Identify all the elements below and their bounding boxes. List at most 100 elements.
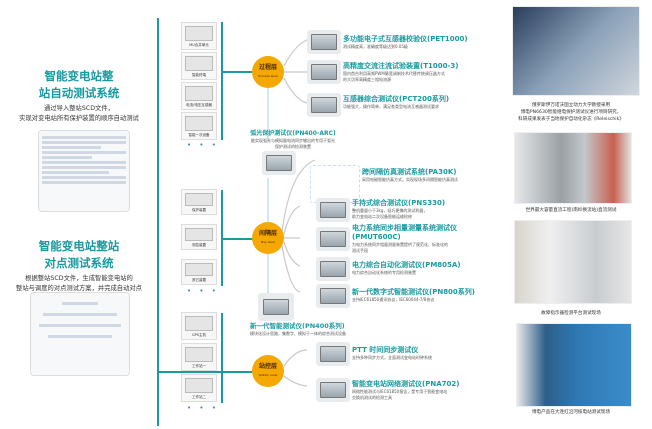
product-desc: 整机重量小于3kg，轻巧便携的测试利器， <box>352 208 428 213</box>
layer-label: 间隔层 <box>258 230 277 237</box>
product-pn400-arc: 弧光保护测试仪(PN400-ARC)能实现弧光与模拟量电流同步输出的专用于弧光保… <box>248 129 338 150</box>
product-title: 新一代数字式智能测试仪(PN800系列) <box>352 288 475 296</box>
caption-line: 博电PN6630智能继电保护测试仪进行项目研究， <box>520 110 622 115</box>
photo-caption-1: 俄罗斯伊万诺沃国立动力大学教授采用博电PN6630智能继电保护测试仪进行项目研究… <box>490 102 652 123</box>
device-primary: 智能一次设备 <box>181 112 217 140</box>
photo-caption-2: 世界最大容量直流工程(南岭换流站)直流测试 <box>525 208 617 213</box>
product-image-pct200 <box>307 93 341 117</box>
product-image-pmut600c <box>316 227 350 251</box>
device-transformer: 电流/电压互感器 <box>181 82 217 110</box>
title-line: 站自动测试系统 <box>38 86 120 100</box>
layer-sub: Station level <box>258 373 278 377</box>
caption-line: 科研成果发表于当地保护自动化杂志《Releischik》 <box>518 117 624 122</box>
product-title: 弧光保护测试仪(PN400-ARC) <box>250 130 336 137</box>
product-desc: 模块化设计思路，集数字、模拟于一体的综合测试设备 <box>250 331 346 336</box>
desc-line: 整站与调度的对点测试方案，并完成自动对点 <box>16 285 142 292</box>
product-desc: 能实现弧光与模拟量电流同步输出的专用于弧光 <box>251 138 335 143</box>
product-image-pns330 <box>316 198 350 222</box>
title-line: 对点测试系统 <box>44 256 114 270</box>
product-desc: 国内首台利用高频PWM脉宽调制技术代替传统调压器方式 <box>343 71 445 76</box>
photo-russia-lab <box>512 6 640 96</box>
product-desc: 支持IEC61850通讯协议，IEC60044-7/8协议 <box>352 297 435 302</box>
station-link <box>157 371 253 373</box>
product-title: 手持式综合测试仪(PNS330) <box>352 199 446 207</box>
more-dots: • • • <box>187 404 219 412</box>
product-title: 电力综合自动化测试仪(PM805A) <box>352 261 461 269</box>
product-image-t1000 <box>307 60 341 84</box>
product-desc: 的大功率高精度三相电流源 <box>343 77 391 82</box>
point-test-desc: 根据整站SCD文件，生成智能变电站的整站与调度的对点测试方案，并完成自动对点 <box>0 274 158 294</box>
product-desc: 采用电磁智能仿真方式，实现现场多间隔智能仿真测试 <box>362 177 458 182</box>
device-mu: MU合并单元 <box>181 22 217 50</box>
station-bus <box>221 313 223 403</box>
more-dots: • • • <box>187 141 219 149</box>
desc-line: 实现对变电站所有保护装置的顺序自动测试 <box>19 115 139 122</box>
product-image-pn400-arc <box>262 151 296 175</box>
product-title: (PMUT600C) <box>352 233 401 241</box>
photo-caption-3: 故障指示器检测平台测试现场 <box>541 311 601 316</box>
product-desc: 测试精度高，准确度等级达到0.05级 <box>343 44 408 49</box>
process-layer-node: 过程层 Process level <box>252 56 284 88</box>
product-desc: 测试手段 <box>352 248 368 253</box>
product-title: 互感器综合测试仪(PCT200系列) <box>343 95 450 103</box>
device-workstation-2: 工作站二 <box>181 374 217 402</box>
product-pct200: 互感器综合测试仪(PCT200系列)功能强大，操作简单，满足各类型电流互感器测试… <box>343 95 449 110</box>
process-bus <box>221 22 223 140</box>
device-workstation-1: 工作站一 <box>181 343 217 371</box>
product-title: 多功能电子式互感器校验仪(PET1000) <box>343 35 468 43</box>
device-terminal: 智能终端 <box>181 52 217 80</box>
product-pn400: 新一代智能测试仪(PN400系列)模块化设计思路，集数字、模拟于一体的综合测试设… <box>250 322 346 337</box>
product-desc: 网络性能测试与IEC61850报告，是专用于智能变电站 <box>352 389 448 394</box>
desc-line: 通过导入整站SCD文件， <box>44 105 114 112</box>
auto-test-section: 智能变电站整站自动测试系统 通过导入整站SCD文件， 实现对变电站所有保护装置的顺… <box>0 68 158 124</box>
product-t1000: 高精度交流注流试验装置(T1000-3)国内首台利用高频PWM脉宽调制技术代替传… <box>343 62 458 83</box>
device-gps: GPS主机 <box>181 312 217 340</box>
product-title: 新一代智能测试仪(PN400系列) <box>250 322 345 330</box>
layer-sub: Process level <box>258 74 278 78</box>
product-pna702: 智能变电站网络测试仪(PNA702)网络性能测试与IEC61850报告，是专用于… <box>352 380 459 401</box>
product-ptt: PTT 时间同步测试仪支持多种同步方式，全面测试变电站时钟系统 <box>352 346 432 361</box>
auto-test-screenshot <box>38 130 130 212</box>
bay-link <box>221 238 253 240</box>
product-title: 电力系统同步相量测量系统测试仪 <box>352 224 457 232</box>
auto-test-desc: 通过导入整站SCD文件， 实现对变电站所有保护装置的顺序自动测试 <box>0 104 158 124</box>
product-desc: 支持多种同步方式，全面测试变电站时钟系统 <box>352 355 432 360</box>
product-image-pm805a <box>316 257 350 281</box>
layer-sub: Bay level <box>261 240 275 244</box>
product-desc: 为电力系统同步相量测量装置提供了规范化、标准化的 <box>352 242 448 247</box>
product-title: 跨间隔仿真测试系统(PA30K) <box>362 168 457 176</box>
layer-label: 站控层 <box>258 363 277 370</box>
product-image-pn800 <box>316 284 350 308</box>
photo-fault-indicator <box>514 220 632 304</box>
bay-layer-node: 间隔层 Bay level <box>252 222 284 254</box>
product-pet1000: 多功能电子式互感器校验仪(PET1000)测试精度高，准确度等级达到0.05级 <box>343 35 468 50</box>
process-link <box>221 71 253 73</box>
auto-test-title: 智能变电站整站自动测试系统 <box>0 68 158 102</box>
product-image-ptt <box>316 342 350 366</box>
point-test-title: 智能变电站整站对点测试系统 <box>0 238 158 272</box>
title-line: 智能变电站整站 <box>38 239 120 253</box>
device-protection: 保护装置 <box>181 189 217 215</box>
station-layer-node: 站控层 Station level <box>252 355 284 387</box>
product-desc: 助力变电站二次设备智能运维检修 <box>352 214 412 219</box>
product-title: 高精度交流注流试验装置(T1000-3) <box>343 62 459 70</box>
layer-label: 过程层 <box>258 64 277 71</box>
product-pa30k: 跨间隔仿真测试系统(PA30K)采用电磁智能仿真方式，实现现场多间隔智能仿真测试 <box>362 168 458 183</box>
product-desc: 交换机测试的检测工具 <box>352 395 392 400</box>
product-pmut600c: 电力系统同步相量测量系统测试仪(PMUT600C)为电力系统同步相量测量装置提供… <box>352 224 457 254</box>
device-other: 其它装置 <box>181 259 217 285</box>
product-pn800: 新一代数字式智能测试仪(PN800系列)支持IEC61850通讯协议，IEC60… <box>352 288 475 303</box>
title-line: 智能变电站整 <box>44 69 114 83</box>
product-image-pna702 <box>316 378 350 402</box>
main-trunk-line <box>157 18 159 426</box>
product-desc: 功能强大，操作简单，满足各类型电流互感器测试要求 <box>343 104 439 109</box>
photo-nuclear-plant <box>516 323 632 407</box>
desc-line: 根据整站SCD文件，生成智能变电站的 <box>25 275 133 282</box>
product-title: PTT 时间同步测试仪 <box>352 346 419 354</box>
caption-line: 俄罗斯伊万诺沃国立动力大学教授采用 <box>531 103 611 108</box>
product-title: 智能变电站网络测试仪(PNA702) <box>352 380 460 388</box>
product-image-pn400 <box>258 293 294 321</box>
product-image-pet1000 <box>307 30 341 54</box>
device-control: 测控装置 <box>181 224 217 250</box>
